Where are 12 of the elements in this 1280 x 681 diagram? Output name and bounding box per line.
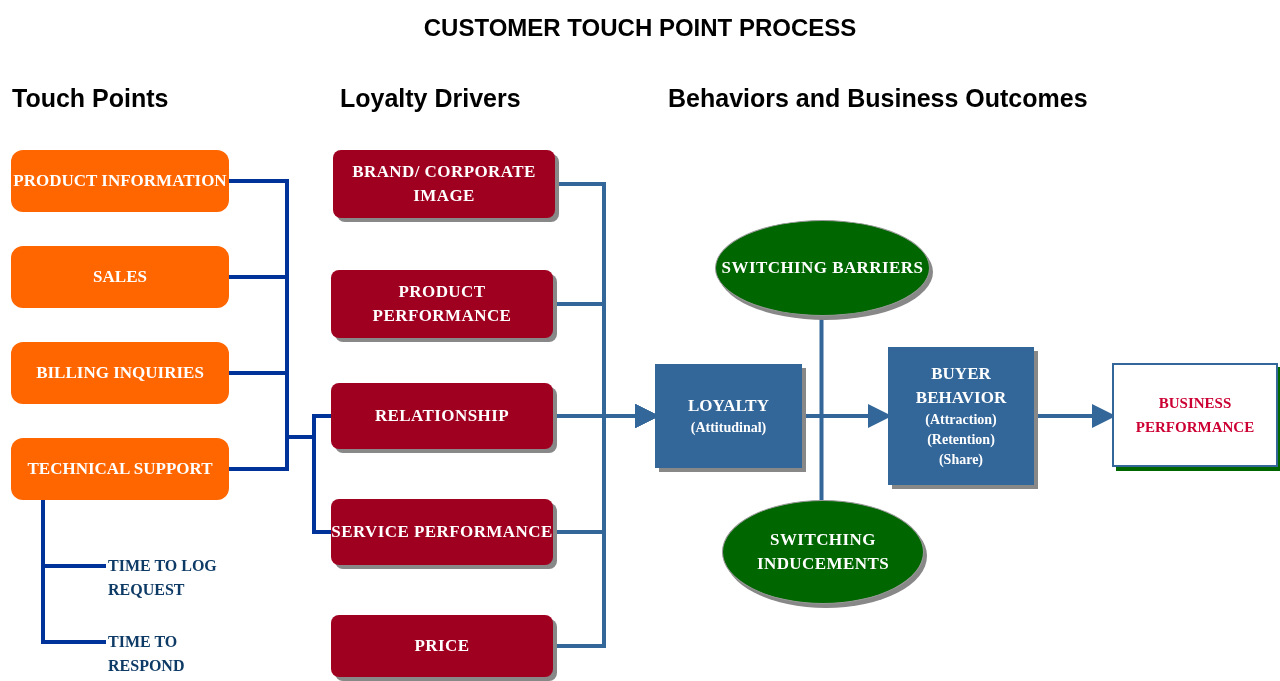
touch-point-box: BILLING INQUIRIES — [11, 342, 229, 404]
metric-text: TIME TO RESPOND — [108, 630, 248, 674]
touch-point-box: TECHNICAL SUPPORT — [11, 438, 229, 500]
column-heading: Touch Points — [12, 83, 169, 114]
column-heading: Loyalty Drivers — [340, 83, 521, 114]
touch-point-box: SALES — [11, 246, 229, 308]
connector-line — [229, 435, 331, 534]
column-heading: Behaviors and Business Outcomes — [668, 83, 1088, 114]
connector-line — [41, 500, 106, 644]
diagram-title: CUSTOMER TOUCH POINT PROCESS — [422, 13, 858, 43]
touch-point-box: PRODUCT INFORMATION — [11, 150, 229, 212]
metric-text: TIME TO LOG REQUEST — [108, 554, 248, 598]
